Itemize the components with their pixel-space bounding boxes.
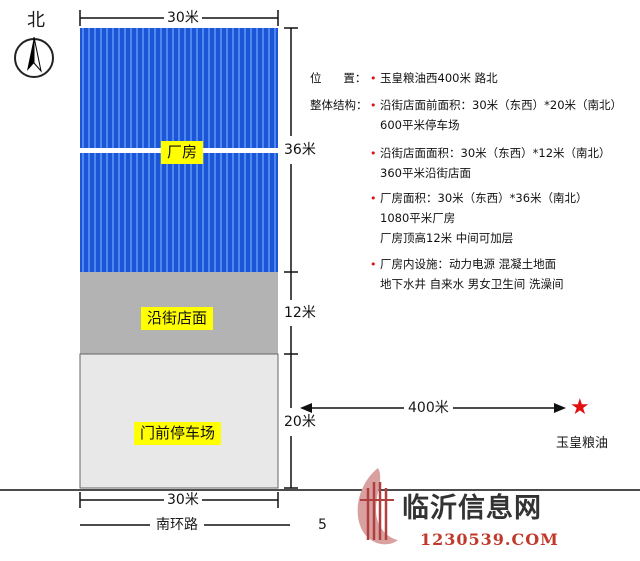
parking-area-line: 沿街店面前面积：30米（东西）*20米（南北） <box>380 98 623 112</box>
storefront-label: 沿街店面 <box>141 307 214 330</box>
parking-depth-label: 20米 <box>281 414 319 430</box>
parking-area-total: 600平米停车场 <box>380 118 460 132</box>
north-label: 北 <box>27 10 45 31</box>
location-label: 位 置： <box>310 71 367 85</box>
factory-area-line: 厂房面积：30米（东西）*36米（南北） <box>380 191 588 205</box>
factory-label: 厂房 <box>161 141 204 164</box>
compass-icon <box>14 36 54 78</box>
parking-block <box>79 353 279 489</box>
watermark-logo-icon <box>357 468 398 545</box>
item-bullet: • <box>370 258 377 271</box>
storefront-area-line: 沿街店面面积：30米（东西）*12米（南北） <box>380 146 611 160</box>
item-bullet: • <box>370 192 377 205</box>
distance-label: 400米 <box>404 400 453 416</box>
parking-label: 门前停车场 <box>134 422 222 445</box>
factory-height-note: 厂房顶高12米 中间可加层 <box>380 231 514 245</box>
destination-star-icon: ★ <box>570 395 590 420</box>
factory-depth-label: 36米 <box>281 142 319 158</box>
location-value: 玉皇粮油西400米 路北 <box>380 71 498 85</box>
storefront-area-total: 360平米沿街店面 <box>380 166 471 180</box>
vertical-dimension <box>284 27 298 489</box>
road-name: 南环路 <box>150 517 204 533</box>
item-bullet: • <box>370 147 377 160</box>
facilities-line-1: 厂房内设施：动力电源 混凝土地面 <box>380 257 557 271</box>
destination-label: 玉皇粮油 <box>556 436 609 451</box>
location-bullet: • <box>370 72 377 85</box>
watermark-title: 临沂信息网 <box>402 493 542 524</box>
facilities-line-2: 地下水井 自来水 男女卫生间 洗澡间 <box>380 277 564 291</box>
structure-label: 整体结构： <box>310 98 368 112</box>
top-width-label: 30米 <box>164 10 202 26</box>
item-bullet: • <box>370 99 377 112</box>
road-fragment: 5 <box>318 517 327 533</box>
bottom-width-label: 30米 <box>164 492 202 508</box>
storefront-depth-label: 12米 <box>281 305 319 321</box>
watermark-url: 1230539.COM <box>420 530 559 549</box>
factory-area-total: 1080平米厂房 <box>380 211 456 225</box>
